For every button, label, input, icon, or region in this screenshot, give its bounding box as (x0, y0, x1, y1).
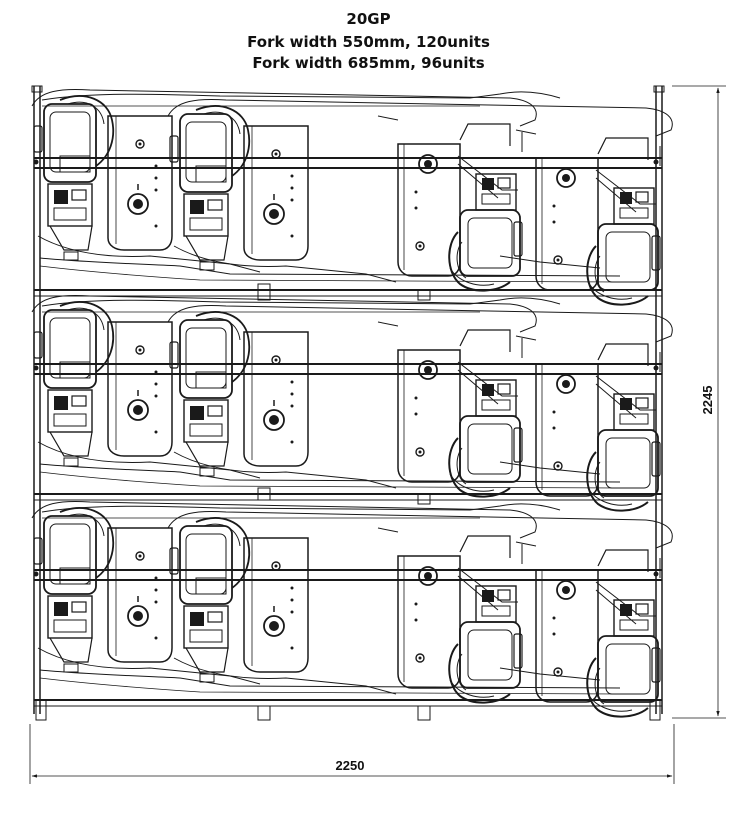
container-type-title: 20GP (346, 10, 391, 28)
tier-bottom (32, 501, 672, 716)
tier-top (32, 89, 672, 304)
fork-550-capacity: Fork width 550mm, 120units (247, 33, 490, 51)
width-dimension: 2250 (336, 758, 365, 773)
height-dimension: 2245 (700, 386, 715, 415)
tier-middle (32, 295, 672, 510)
fork-685-capacity: Fork width 685mm, 96units (252, 54, 485, 72)
